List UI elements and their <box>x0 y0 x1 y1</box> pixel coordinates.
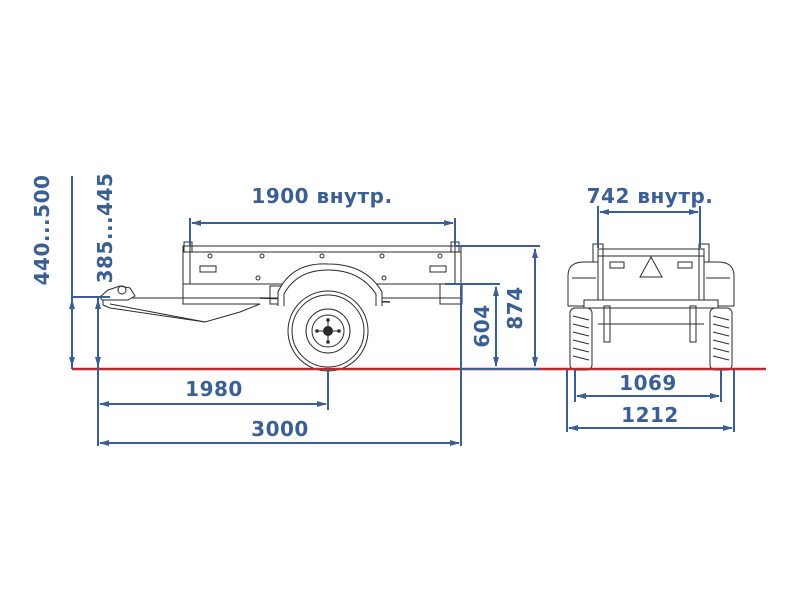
label-track-width: 1069 <box>619 371 677 395</box>
tyres-rear <box>569 307 733 371</box>
label-overall-length: 3000 <box>251 417 309 441</box>
label-body-height: 604 <box>470 304 494 347</box>
side-view <box>99 241 463 372</box>
label-hitch-height: 440...500 <box>30 175 54 286</box>
label-overall-height: 874 <box>503 286 527 329</box>
fenders-rear <box>567 261 735 307</box>
drawbar-side <box>102 297 261 323</box>
fender-side <box>277 263 383 306</box>
label-overall-width: 1212 <box>621 403 679 427</box>
trailer-body-rear <box>592 243 710 305</box>
wheel-side <box>287 290 369 372</box>
label-axle-position: 1980 <box>185 377 243 401</box>
dimension-lines <box>69 176 735 446</box>
label-inner-width: 742 внутр. <box>587 184 714 208</box>
label-coupler-height: 385...445 <box>93 173 117 284</box>
axle-rear <box>583 299 719 343</box>
rear-view <box>567 243 735 371</box>
dimension-labels: 1900 внутр. 742 внутр. 440...500 385...4… <box>30 173 713 441</box>
label-inner-length: 1900 внутр. <box>251 184 392 208</box>
